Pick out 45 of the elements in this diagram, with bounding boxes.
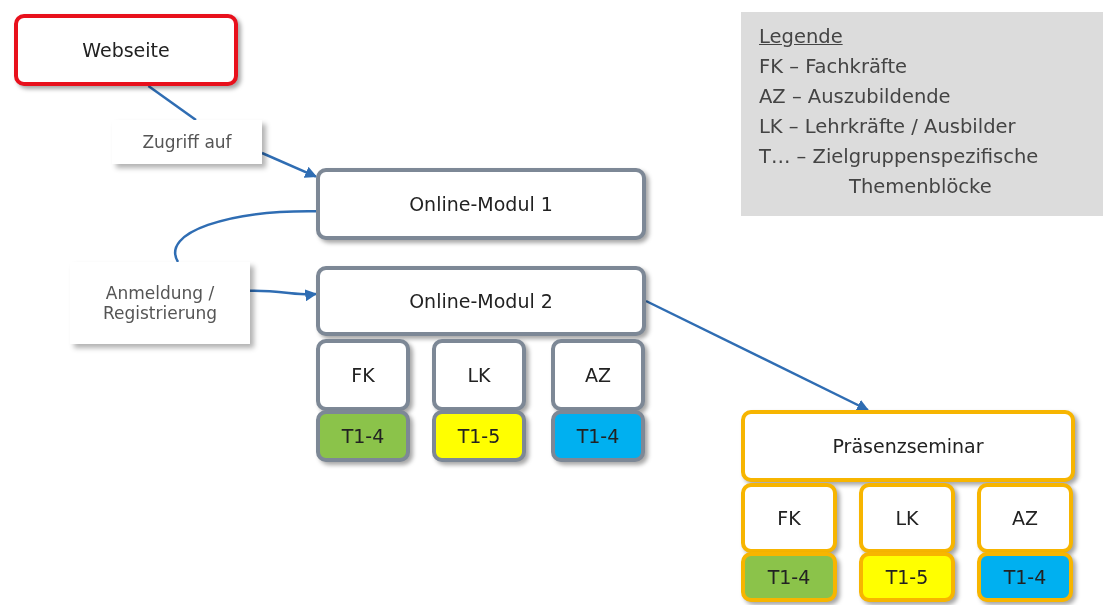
node-label: Online-Modul 1 xyxy=(409,193,553,215)
module-box xyxy=(316,266,646,336)
node-label: FK xyxy=(777,507,801,529)
topic-box xyxy=(977,552,1073,602)
node-label: T1-5 xyxy=(457,425,501,447)
note-text: Anmeldung / Registrierung xyxy=(101,283,218,323)
topic-box xyxy=(551,410,645,462)
node-label: T1-4 xyxy=(1003,566,1047,588)
node-label: AZ xyxy=(1012,507,1038,529)
node-label: T1-5 xyxy=(885,566,929,588)
legend-entry: FK – Fachkräfte xyxy=(759,54,909,80)
note-text: Zugriff auf xyxy=(142,132,232,152)
seminar-box xyxy=(741,410,1075,482)
module-box xyxy=(316,168,646,240)
topic-box xyxy=(316,410,410,462)
arrow xyxy=(645,299,869,412)
node-label: FK xyxy=(351,364,375,386)
arrow xyxy=(261,151,318,178)
node-label: Webseite xyxy=(82,39,170,61)
node-label: Online-Modul 2 xyxy=(409,290,553,312)
node-label: T1-4 xyxy=(576,425,620,447)
group-box xyxy=(741,483,837,553)
legend-entry: LK – Lehrkräfte / Ausbilder xyxy=(759,114,1016,140)
topic-box xyxy=(741,552,837,602)
legend-entry: AZ – Auszubildende xyxy=(759,84,952,110)
connector-line xyxy=(174,209,316,263)
website-box xyxy=(14,14,238,86)
connector-line xyxy=(147,85,197,121)
legend-heading: Legende xyxy=(759,24,843,50)
group-box xyxy=(432,339,526,411)
topic-box xyxy=(432,410,526,462)
node-label: Präsenzseminar xyxy=(832,435,984,457)
topic-box xyxy=(859,552,955,602)
node-label: T1-4 xyxy=(341,425,385,447)
group-box xyxy=(977,483,1073,553)
node-label: AZ xyxy=(585,364,611,386)
node-label: LK xyxy=(895,507,919,529)
legend-panel xyxy=(741,12,1103,216)
legend-entry: T… – Zielgruppenspezifische Themenblöcke xyxy=(759,144,1040,200)
group-box xyxy=(551,339,645,411)
group-box xyxy=(859,483,955,553)
node-label: LK xyxy=(467,364,491,386)
arrow xyxy=(250,288,318,301)
node-label: T1-4 xyxy=(767,566,811,588)
group-box xyxy=(316,339,410,411)
